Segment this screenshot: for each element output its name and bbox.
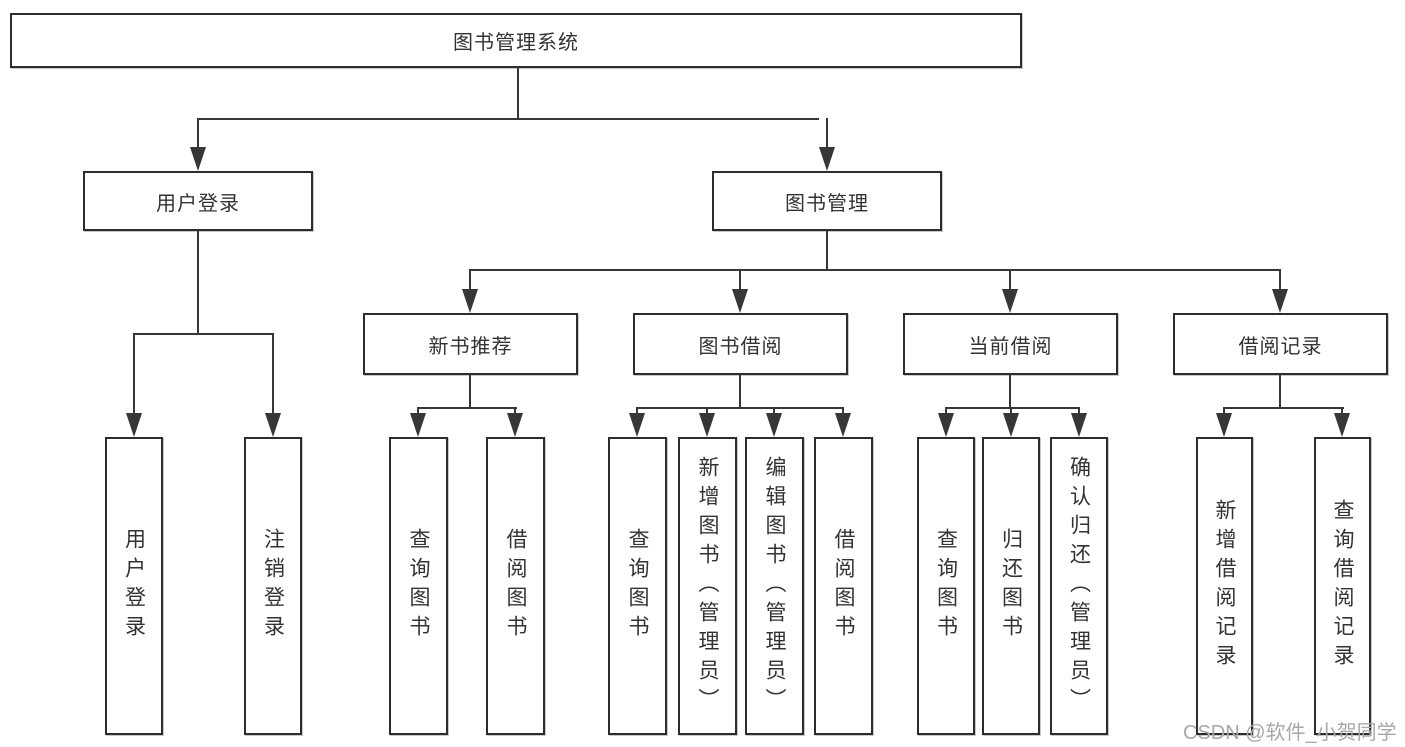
arrow-down-icon (819, 147, 835, 171)
leaf-label: 查询借阅记录 (1331, 499, 1354, 673)
connector-book-management-hbar (469, 269, 1281, 271)
leaf-confirm-return-admin: 确认归还（管理员） (1050, 437, 1108, 735)
connector-leaf (1078, 407, 1080, 415)
arrow-down-icon (629, 413, 645, 437)
connector-user-login-stem (197, 231, 199, 335)
connector-to-current-borrowing (1009, 269, 1011, 291)
leaf-add-borrowing-record: 新增借阅记录 (1196, 437, 1253, 735)
arrow-down-icon (1002, 289, 1018, 313)
connector-to-login-leaf (133, 333, 135, 415)
connector-leaf (945, 407, 947, 415)
arrow-down-icon (410, 413, 426, 437)
arrow-down-icon (265, 413, 281, 437)
connector-to-book-borrowing (739, 269, 741, 291)
leaf-borrow-books: 借阅图书 (814, 437, 873, 735)
leaf-label: 借阅图书 (832, 528, 855, 644)
leaf-label: 归还图书 (999, 528, 1023, 644)
connector-user-login-hbar (133, 333, 274, 335)
leaf-edit-books-admin: 编辑图书（管理员） (745, 437, 804, 735)
connector-leaf (706, 407, 708, 415)
node-label: 当前借阅 (968, 335, 1053, 358)
leaf-borrow-books-recommend: 借阅图书 (486, 437, 545, 735)
node-label: 图书借阅 (698, 335, 783, 358)
arrow-down-icon (766, 413, 782, 437)
leaf-query-books-recommend: 查询图书 (389, 437, 448, 735)
leaf-label: 新增借阅记录 (1213, 499, 1236, 673)
arrow-down-icon (1334, 413, 1350, 437)
leaf-query-books-borrowing: 查询图书 (608, 437, 667, 735)
arrow-down-icon (732, 289, 748, 313)
node-label: 图书管理 (785, 192, 869, 215)
node-library-management-system: 图书管理系统 (10, 13, 1022, 68)
arrow-down-icon (462, 289, 478, 313)
node-new-book-recommend: 新书推荐 (363, 313, 578, 375)
connector-to-book-management (826, 118, 828, 148)
leaf-label: 查询图书 (934, 528, 958, 644)
connector-borrowing-records-hbar (1223, 407, 1344, 409)
leaf-label: 查询图书 (407, 528, 430, 644)
connector-leaf (1223, 407, 1225, 415)
node-label: 借阅记录 (1238, 335, 1323, 358)
arrow-down-icon (938, 413, 954, 437)
connector-leaf (514, 407, 516, 415)
csdn-watermark: CSDN @软件_小贺同学 (1183, 722, 1397, 744)
node-book-management: 图书管理 (712, 171, 942, 231)
leaf-label: 新增图书（管理员） (696, 455, 719, 717)
leaf-query-borrowing-record: 查询借阅记录 (1314, 437, 1371, 735)
connector-leaf (1341, 407, 1343, 415)
connector-new-book-hbar (417, 407, 517, 409)
leaf-add-books-admin: 新增图书（管理员） (678, 437, 737, 735)
connector-leaf (1010, 407, 1012, 415)
connector-new-book-stem (469, 375, 471, 409)
arrow-down-icon (1272, 289, 1288, 313)
connector-current-borrowing-stem (1009, 375, 1011, 409)
connector-leaf (636, 407, 638, 415)
connector-book-borrowing-stem (739, 375, 741, 409)
node-borrowing-records: 借阅记录 (1173, 313, 1388, 375)
leaf-query-books-current: 查询图书 (917, 437, 975, 735)
node-user-login: 用户登录 (83, 171, 313, 231)
arrow-down-icon (835, 413, 851, 437)
leaf-label: 借阅图书 (504, 528, 527, 644)
leaf-label: 查询图书 (626, 528, 649, 644)
arrow-down-icon (1216, 413, 1232, 437)
leaf-label: 注销登录 (261, 528, 285, 644)
leaf-logout: 注销登录 (244, 437, 302, 735)
connector-leaf (417, 407, 419, 415)
connector-to-user-login (197, 118, 199, 148)
leaf-return-books: 归还图书 (982, 437, 1040, 735)
connector-to-logout-leaf (272, 333, 274, 415)
connector-book-management-stem (826, 231, 828, 271)
connector-root-stem (517, 66, 519, 120)
connector-to-new-book (469, 269, 471, 291)
node-label: 图书管理系统 (453, 32, 579, 54)
connector-leaf (842, 407, 844, 415)
node-label: 新书推荐 (428, 335, 513, 358)
connector-book-borrowing-hbar (636, 407, 844, 409)
leaf-label: 确认归还（管理员） (1067, 455, 1091, 717)
arrow-down-icon (699, 413, 715, 437)
arrow-down-icon (190, 147, 206, 171)
connector-to-borrowing-records (1279, 269, 1281, 291)
leaf-user-login: 用户登录 (105, 437, 163, 735)
node-book-borrowing: 图书借阅 (633, 313, 848, 375)
connector-root-hbar (197, 118, 819, 120)
arrow-down-icon (507, 413, 523, 437)
node-label: 用户登录 (156, 192, 240, 215)
leaf-label: 编辑图书（管理员） (763, 455, 786, 717)
connector-borrowing-records-stem (1279, 375, 1281, 409)
arrow-down-icon (1071, 413, 1087, 437)
arrow-down-icon (1003, 413, 1019, 437)
arrow-down-icon (126, 413, 142, 437)
connector-current-borrowing-hbar (945, 407, 1080, 409)
node-current-borrowing: 当前借阅 (903, 313, 1118, 375)
leaf-label: 用户登录 (122, 528, 146, 644)
connector-leaf (773, 407, 775, 415)
